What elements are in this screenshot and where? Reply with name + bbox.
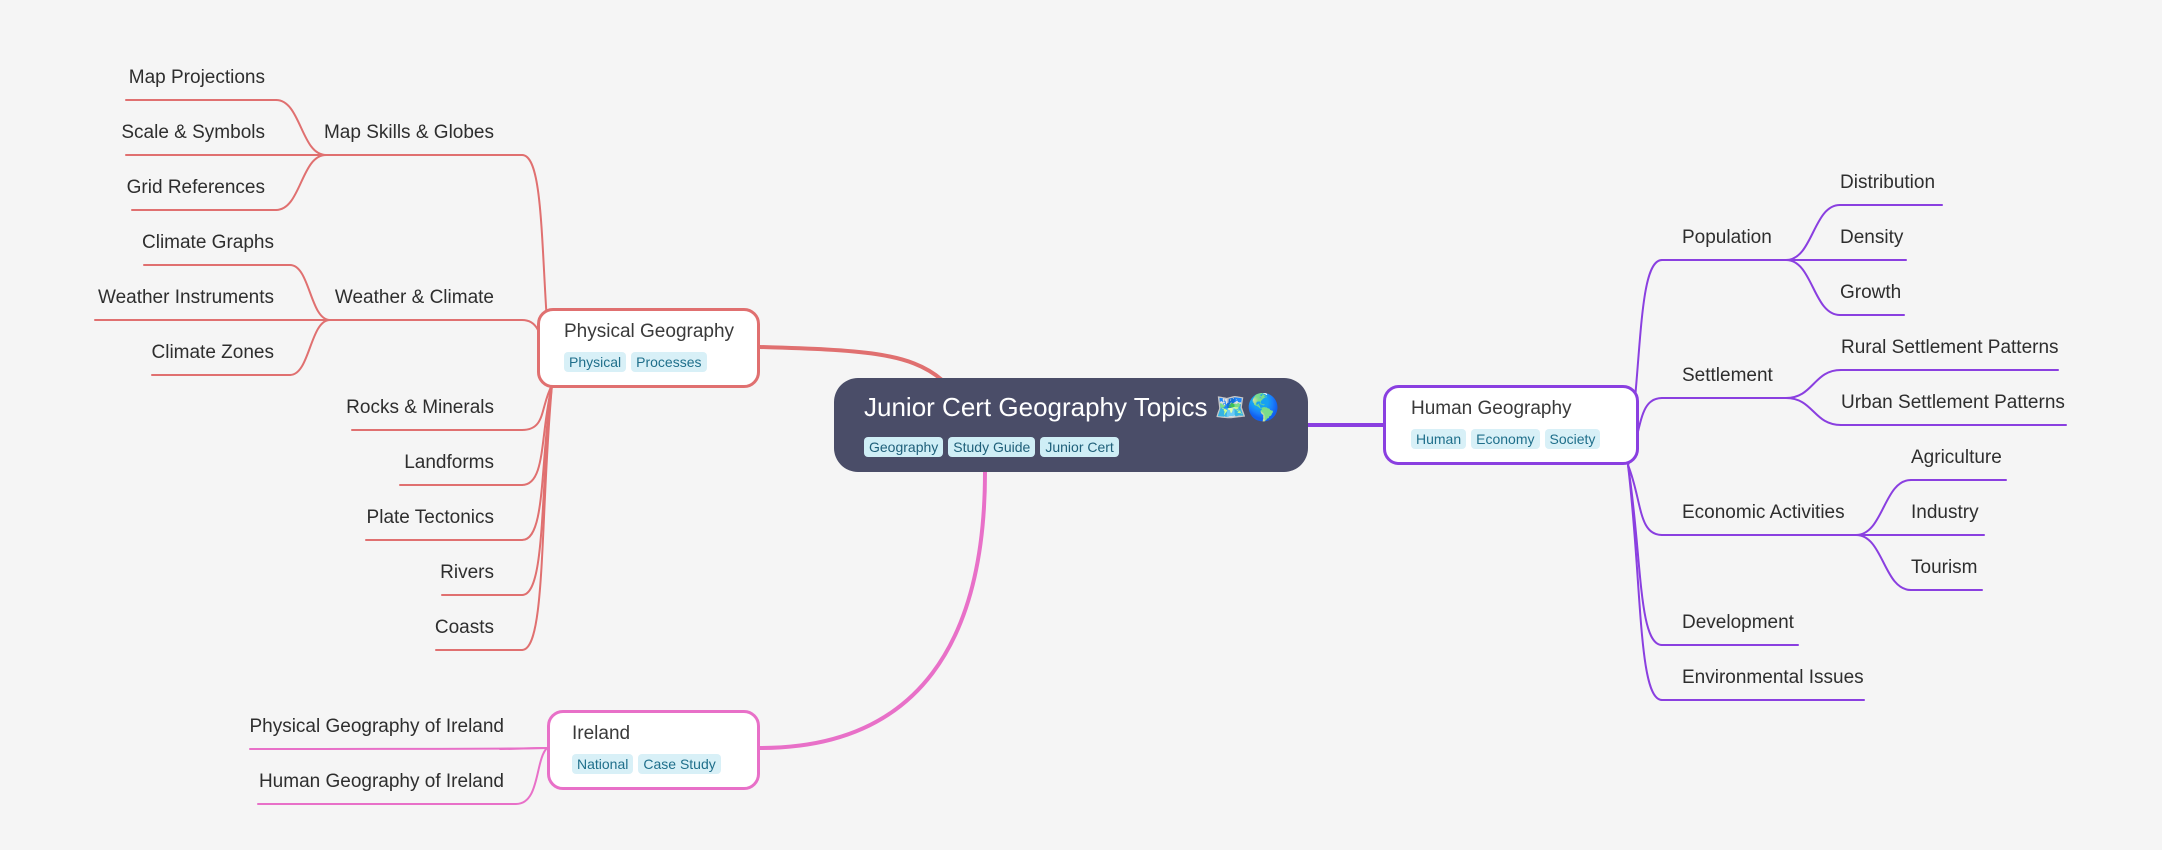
topic-industry[interactable]: Industry: [1911, 502, 1979, 523]
connector-line: [1627, 464, 1663, 701]
topic-distribution[interactable]: Distribution: [1840, 172, 1936, 193]
node-title: Physical Geography: [564, 321, 735, 342]
connector-line: [758, 470, 987, 750]
topic-map-projections[interactable]: Map Projections: [128, 67, 265, 88]
connector-line: [521, 384, 553, 486]
tag: National: [572, 754, 634, 774]
topic-tourism[interactable]: Tourism: [1911, 557, 1978, 578]
topic-climate-zones[interactable]: Climate Zones: [151, 342, 275, 363]
connector-line: [275, 154, 327, 211]
tag: Study Guide: [948, 437, 1036, 457]
topic-density[interactable]: Density: [1840, 227, 1904, 248]
tag: Physical: [564, 352, 627, 372]
connector-line: [521, 384, 553, 651]
tag: Economy: [1471, 429, 1540, 449]
topic-rural-settlement[interactable]: Rural Settlement Patterns: [1841, 337, 2059, 358]
topic-population[interactable]: Population: [1682, 227, 1772, 248]
connector-line: [521, 384, 553, 431]
connector-line: [1785, 369, 1842, 399]
topic-weather-instruments[interactable]: Weather Instruments: [97, 287, 274, 308]
tag: Geography: [864, 437, 944, 457]
root-node[interactable]: Junior Cert Geography Topics 🗺️🌎 Geograp…: [834, 378, 1308, 472]
topic-landforms[interactable]: Landforms: [404, 452, 494, 473]
tag: Processes: [631, 352, 707, 372]
topic-agriculture[interactable]: Agriculture: [1911, 447, 2002, 468]
connector-line: [257, 747, 548, 805]
topic-rivers[interactable]: Rivers: [440, 562, 494, 583]
root-title: Junior Cert Geography Topics 🗺️🌎: [864, 392, 1280, 422]
topic-grid-references[interactable]: Grid References: [126, 177, 265, 198]
connector-line: [758, 345, 944, 382]
connector-line: [249, 747, 548, 750]
topic-coasts[interactable]: Coasts: [434, 617, 494, 638]
tag: Society: [1544, 429, 1601, 449]
connector-line: [275, 99, 327, 156]
topic-physical-ireland[interactable]: Physical Geography of Ireland: [249, 716, 504, 737]
connector-line: [289, 319, 331, 376]
topic-environmental-issues[interactable]: Environmental Issues: [1682, 667, 1864, 688]
connector-line: [1785, 397, 1842, 426]
topic-scale-symbols[interactable]: Scale & Symbols: [121, 122, 265, 143]
connector-line: [1627, 464, 1663, 536]
connector-line: [1627, 464, 1663, 646]
topic-growth[interactable]: Growth: [1840, 282, 1902, 303]
topic-settlement[interactable]: Settlement: [1682, 365, 1773, 386]
connector-line: [1855, 479, 1912, 536]
connector-line: [1855, 534, 1912, 591]
topic-weather-climate[interactable]: Weather & Climate: [334, 287, 494, 308]
topic-development[interactable]: Development: [1682, 612, 1794, 633]
connector-line: [1785, 259, 1841, 316]
topic-climate-graphs[interactable]: Climate Graphs: [142, 232, 274, 253]
tag: Case Study: [638, 754, 721, 774]
connector-line: [289, 264, 331, 321]
node-title: Ireland: [572, 723, 631, 744]
topic-human-ireland[interactable]: Human Geography of Ireland: [258, 771, 504, 792]
node-title: Human Geography: [1411, 398, 1572, 419]
topic-rocks-minerals[interactable]: Rocks & Minerals: [346, 397, 494, 418]
connector-line: [1785, 204, 1841, 261]
topic-plate-tectonics[interactable]: Plate Tectonics: [366, 507, 494, 528]
topic-economic-activities[interactable]: Economic Activities: [1682, 502, 1845, 523]
topic-urban-settlement[interactable]: Urban Settlement Patterns: [1841, 392, 2065, 413]
topic-map-skills[interactable]: Map Skills & Globes: [323, 122, 494, 143]
tag: Junior Cert: [1040, 437, 1119, 457]
tag: Human: [1411, 429, 1467, 449]
